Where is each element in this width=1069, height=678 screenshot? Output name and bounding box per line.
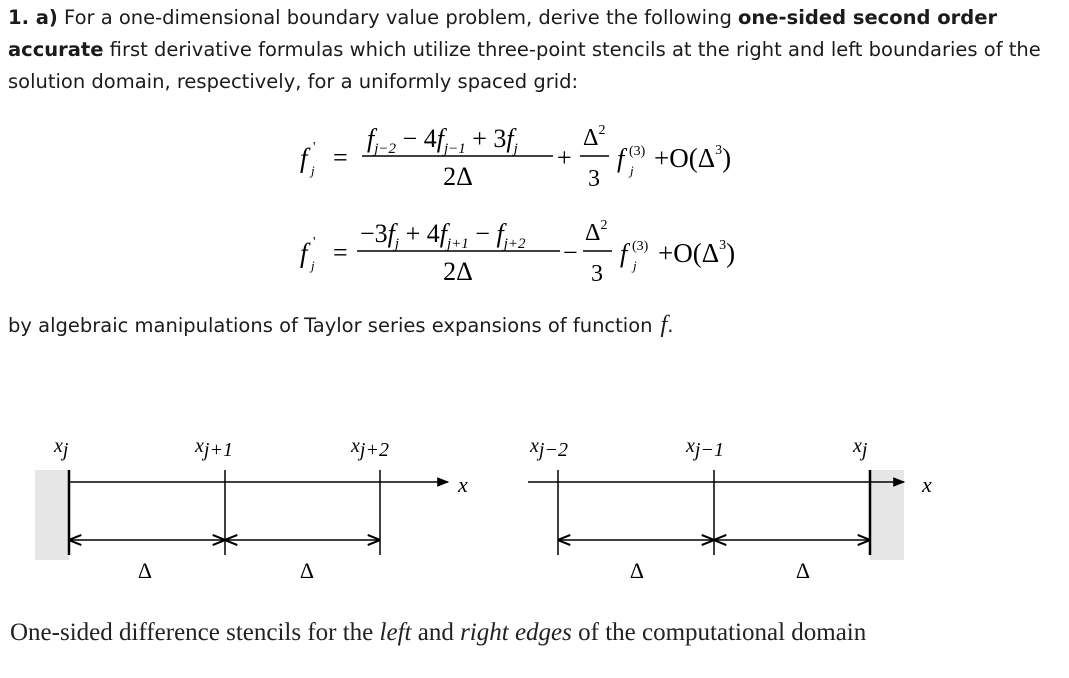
caption-text-2: and bbox=[411, 619, 461, 646]
eq2-order: +O(Δ3) bbox=[658, 238, 735, 268]
tail-period: . bbox=[667, 314, 674, 337]
eq2-coef-num: Δ2 bbox=[585, 218, 607, 246]
eq2-num-op2: − bbox=[469, 219, 497, 248]
tail-sentence: by algebraic manipulations of Taylor ser… bbox=[8, 312, 673, 339]
caption-text-1: One-sided difference stencils for the bbox=[10, 619, 380, 646]
left-stencil: xj xj+1 xj+2 x Δ Δ bbox=[35, 435, 468, 583]
eq2-num-t1-sub: j bbox=[393, 236, 399, 252]
eq2-order-text: +O(Δ bbox=[658, 238, 719, 268]
eq1-deriv-sub: j bbox=[628, 163, 634, 178]
tail-text: by algebraic manipulations of Taylor ser… bbox=[8, 314, 653, 337]
eq2-coef-sup: 2 bbox=[600, 218, 607, 233]
eq2-lhs-prime: ' bbox=[313, 235, 316, 250]
eq1-sign: + bbox=[557, 143, 572, 172]
eq1-coef-den: 3 bbox=[588, 166, 600, 192]
problem-bold-phrase: one-sided second order accurate bbox=[8, 6, 998, 61]
eq1-order-sup: 3 bbox=[715, 143, 722, 158]
eq2-lhs: f bbox=[300, 238, 311, 268]
eq1-deriv-sup: (3) bbox=[629, 144, 646, 159]
eq1-order-text: +O(Δ bbox=[654, 143, 715, 173]
eq1-coef-sup: 2 bbox=[598, 123, 605, 138]
left-delta-1: Δ bbox=[138, 558, 152, 583]
right-delta-1: Δ bbox=[630, 558, 644, 583]
eq2-denominator: 2Δ bbox=[443, 257, 473, 286]
stencil-diagram: xj xj+1 xj+2 x Δ Δ xj−2 xj−1 xj x bbox=[35, 435, 932, 583]
eq2-num-t2: f bbox=[440, 219, 451, 248]
eq2-num-t2-sub: j+1 bbox=[445, 236, 469, 252]
eq1-lhs: f bbox=[300, 143, 311, 173]
eq2-coef-den: 3 bbox=[591, 261, 603, 287]
eq1-lhs-sub: j bbox=[309, 163, 315, 178]
right-label-2: xj−1 bbox=[685, 435, 724, 461]
eq2-deriv-sup: (3) bbox=[632, 239, 649, 254]
eq2-deriv: f bbox=[620, 239, 631, 268]
eq1-num-t2-sub: j−1 bbox=[442, 141, 466, 157]
eq2-equals: = bbox=[333, 238, 348, 267]
figure-caption: One-sided difference stencils for the le… bbox=[10, 619, 1060, 647]
eq2-num-t1: f bbox=[388, 219, 399, 248]
left-label-3: xj+2 bbox=[350, 435, 389, 461]
problem-statement: 1. a) For a one-dimensional boundary val… bbox=[8, 2, 1058, 98]
eq2-num-t3: f bbox=[496, 219, 507, 248]
left-delta-2: Δ bbox=[300, 558, 314, 583]
eq1-equals: = bbox=[333, 143, 348, 172]
eq2-deriv-sub: j bbox=[631, 258, 637, 273]
eq1-denominator: 2Δ bbox=[443, 162, 473, 191]
eq2-order-sup: 3 bbox=[719, 238, 726, 253]
right-wall bbox=[870, 470, 904, 560]
eq1-num-op1: − 4 bbox=[396, 124, 437, 153]
eq2-sign: − bbox=[563, 238, 578, 267]
left-wall bbox=[35, 470, 69, 560]
right-label-1: xj−2 bbox=[529, 435, 568, 461]
eq1-num-t1-sub: j−2 bbox=[372, 141, 396, 157]
problem-text-1: For a one-dimensional boundary value pro… bbox=[57, 6, 739, 29]
left-axis-label: x bbox=[457, 472, 468, 497]
eq1-num-t3: f bbox=[506, 124, 517, 153]
eq1-coef-delta: Δ bbox=[583, 125, 598, 151]
eq1-numerator: fj−2 − 4fj−1 + 3fj bbox=[367, 124, 518, 157]
eq1-order-close: ) bbox=[722, 143, 731, 173]
caption-italic-left: left bbox=[379, 619, 412, 646]
right-delta-2: Δ bbox=[796, 558, 810, 583]
left-label-1: xj bbox=[53, 435, 69, 461]
problem-number: 1. a) bbox=[8, 6, 58, 29]
eq1-coef-num: Δ2 bbox=[583, 123, 605, 151]
right-label-3: xj bbox=[852, 435, 868, 461]
tail-function-var: f bbox=[660, 312, 668, 338]
eq1-lhs-prime: ' bbox=[313, 140, 316, 155]
eq2-num-coef1: −3 bbox=[360, 219, 388, 248]
caption-italic-right-edges: right edges bbox=[460, 619, 572, 646]
left-label-2: xj+1 bbox=[194, 435, 233, 461]
eq2-num-t3-sub: j+2 bbox=[502, 236, 526, 252]
eq2-num-op1: + 4 bbox=[399, 219, 440, 248]
eq2-coef-delta: Δ bbox=[585, 220, 600, 246]
eq2-lhs-sub: j bbox=[309, 258, 315, 273]
eq1-deriv: f bbox=[617, 144, 628, 173]
eq1-num-op2: + 3 bbox=[466, 124, 507, 153]
equation-1: f ' j = fj−2 − 4fj−1 + 3fj 2Δ + Δ2 3 f (… bbox=[300, 123, 731, 192]
eq1-num-t2: f bbox=[437, 124, 448, 153]
eq1-num-t3-sub: j bbox=[512, 141, 518, 157]
caption-text-3: of the computational domain bbox=[571, 619, 867, 646]
eq2-numerator: −3fj + 4fj+1 − fj+2 bbox=[360, 219, 526, 252]
eq2-order-close: ) bbox=[726, 238, 735, 268]
eq1-num-t1: f bbox=[367, 124, 378, 153]
right-stencil: xj−2 xj−1 xj x Δ Δ bbox=[528, 435, 932, 583]
equation-2: f ' j = −3fj + 4fj+1 − fj+2 2Δ − Δ2 3 f … bbox=[300, 218, 735, 287]
equations: f ' j = fj−2 − 4fj−1 + 3fj 2Δ + Δ2 3 f (… bbox=[300, 123, 735, 287]
right-axis-label: x bbox=[921, 472, 932, 497]
eq1-order: +O(Δ3) bbox=[654, 143, 731, 173]
problem-text-2: first derivative formulas which utilize … bbox=[8, 38, 1041, 93]
